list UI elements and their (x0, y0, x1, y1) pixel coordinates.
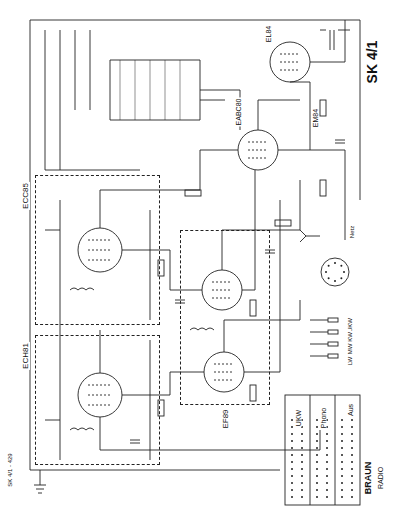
part-label: UKW (295, 409, 302, 427)
title: SK 4/1 (365, 40, 379, 85)
part-label: LW (347, 356, 353, 367)
part-label: Aus (347, 403, 354, 417)
stage-box: ECC85 (35, 175, 160, 325)
part-label: RADIO (377, 466, 384, 490)
stage-box: ECH81 (35, 335, 160, 465)
part-label: EM84 (312, 108, 319, 128)
part-label: Phono (320, 407, 327, 429)
part-label: EL84 (265, 25, 272, 43)
part-label: KW (347, 331, 353, 343)
stage-box: EF89 (180, 230, 270, 405)
tube-label: ECC85 (22, 182, 30, 210)
part-label: SK 4/1 - 429 (7, 452, 13, 487)
part-label: EABC80 (235, 98, 242, 127)
tube-label: EF89 (222, 408, 230, 429)
part-label: MW (347, 343, 353, 356)
part-label: BRAUN (364, 461, 373, 496)
tube-label: ECH81 (22, 342, 30, 370)
part-label: Netz (349, 225, 355, 239)
